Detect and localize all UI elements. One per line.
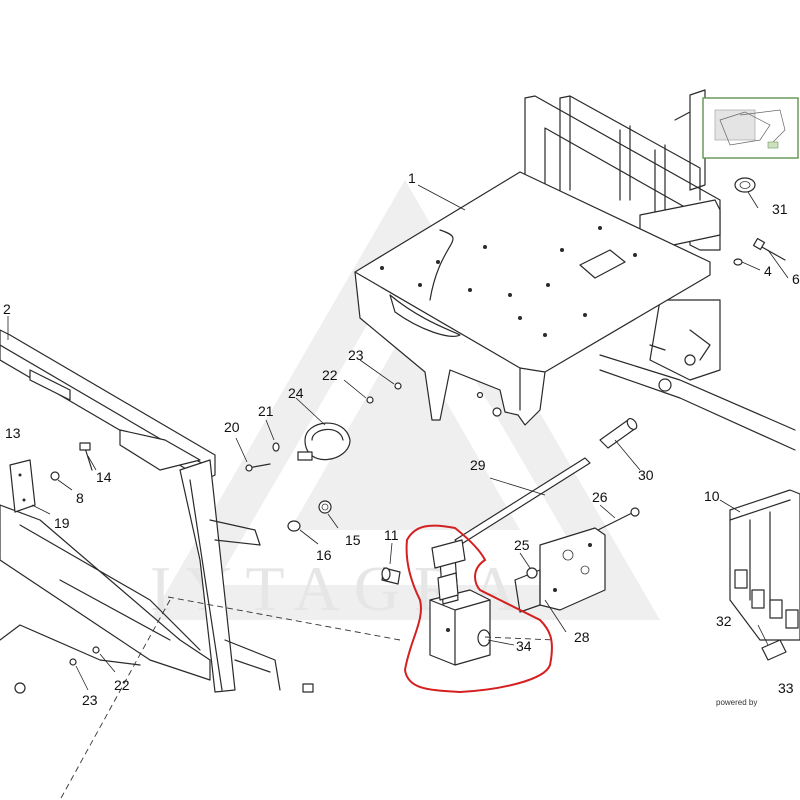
upper-frame-assembly [524, 89, 796, 451]
callout-24: 24 [288, 385, 304, 401]
part-26-bolt [597, 507, 640, 531]
callout-8: 8 [76, 490, 84, 506]
callout-13: 13 [5, 425, 21, 441]
callout-34: 34 [516, 638, 532, 654]
part-24-clamp [297, 422, 351, 461]
callout-28: 28 [574, 629, 590, 645]
part-23-bolt-lower [69, 658, 77, 666]
part-8-nut [50, 471, 60, 481]
overview-thumbnail-icon[interactable] [702, 97, 799, 159]
callout-22-lower: 22 [114, 677, 130, 693]
part-1-mounting-plate [354, 171, 711, 426]
part-34-hand-pump [429, 539, 491, 666]
part-6-bolt [752, 237, 786, 261]
part-10-valve-bank [729, 489, 800, 641]
callout-11: 11 [384, 527, 399, 543]
callout-23-upper: 23 [348, 347, 364, 363]
part-bolt-bottom [302, 683, 314, 693]
callout-20: 20 [224, 419, 240, 435]
part-22-washer [366, 396, 374, 404]
part-2-side-frame [0, 329, 281, 693]
triangle-logo-icon [150, 180, 660, 620]
callout-26: 26 [592, 489, 608, 505]
callout-15: 15 [345, 532, 361, 548]
part-15-nut [318, 500, 332, 514]
part-31-seal-ring [734, 177, 756, 193]
callout-25: 25 [514, 537, 530, 553]
callout-10: 10 [704, 488, 720, 504]
callout-30: 30 [638, 467, 654, 483]
powered-by-label: powered by [716, 698, 757, 707]
part-25-screw [526, 567, 538, 579]
callout-6: 6 [792, 271, 800, 287]
part-32-fitting [761, 639, 787, 661]
part-19-plate [9, 459, 36, 513]
part-23-nut [394, 382, 402, 390]
part-11-fitting [381, 567, 401, 585]
callout-29: 29 [470, 457, 486, 473]
callout-22-upper: 22 [322, 367, 338, 383]
callout-16: 16 [316, 547, 332, 563]
callout-14: 14 [96, 469, 112, 485]
part-28-valve-bracket [514, 527, 606, 613]
part-20-bolt [245, 463, 271, 472]
callout-31: 31 [772, 201, 788, 217]
callout-4: 4 [764, 263, 772, 279]
callout-21: 21 [258, 403, 274, 419]
callout-1: 1 [408, 170, 416, 186]
part-4-washer [733, 258, 743, 266]
part-16-washer [287, 520, 301, 532]
assembly-line-2 [59, 599, 171, 800]
highlight-outline [403, 524, 553, 694]
callout-19: 19 [54, 515, 70, 531]
part-bolt-edge [14, 682, 26, 694]
assembly-line-3 [484, 636, 556, 641]
part-30-pin [599, 417, 638, 449]
callout-32: 32 [716, 613, 732, 629]
part-22-washer-lower [92, 646, 100, 654]
leader-lines [7, 184, 789, 691]
callout-2: 2 [3, 301, 11, 317]
part-14-bolt [79, 442, 93, 471]
part-21-washer [272, 442, 280, 452]
callout-23-lower: 23 [82, 692, 98, 708]
callout-33: 33 [778, 680, 794, 696]
